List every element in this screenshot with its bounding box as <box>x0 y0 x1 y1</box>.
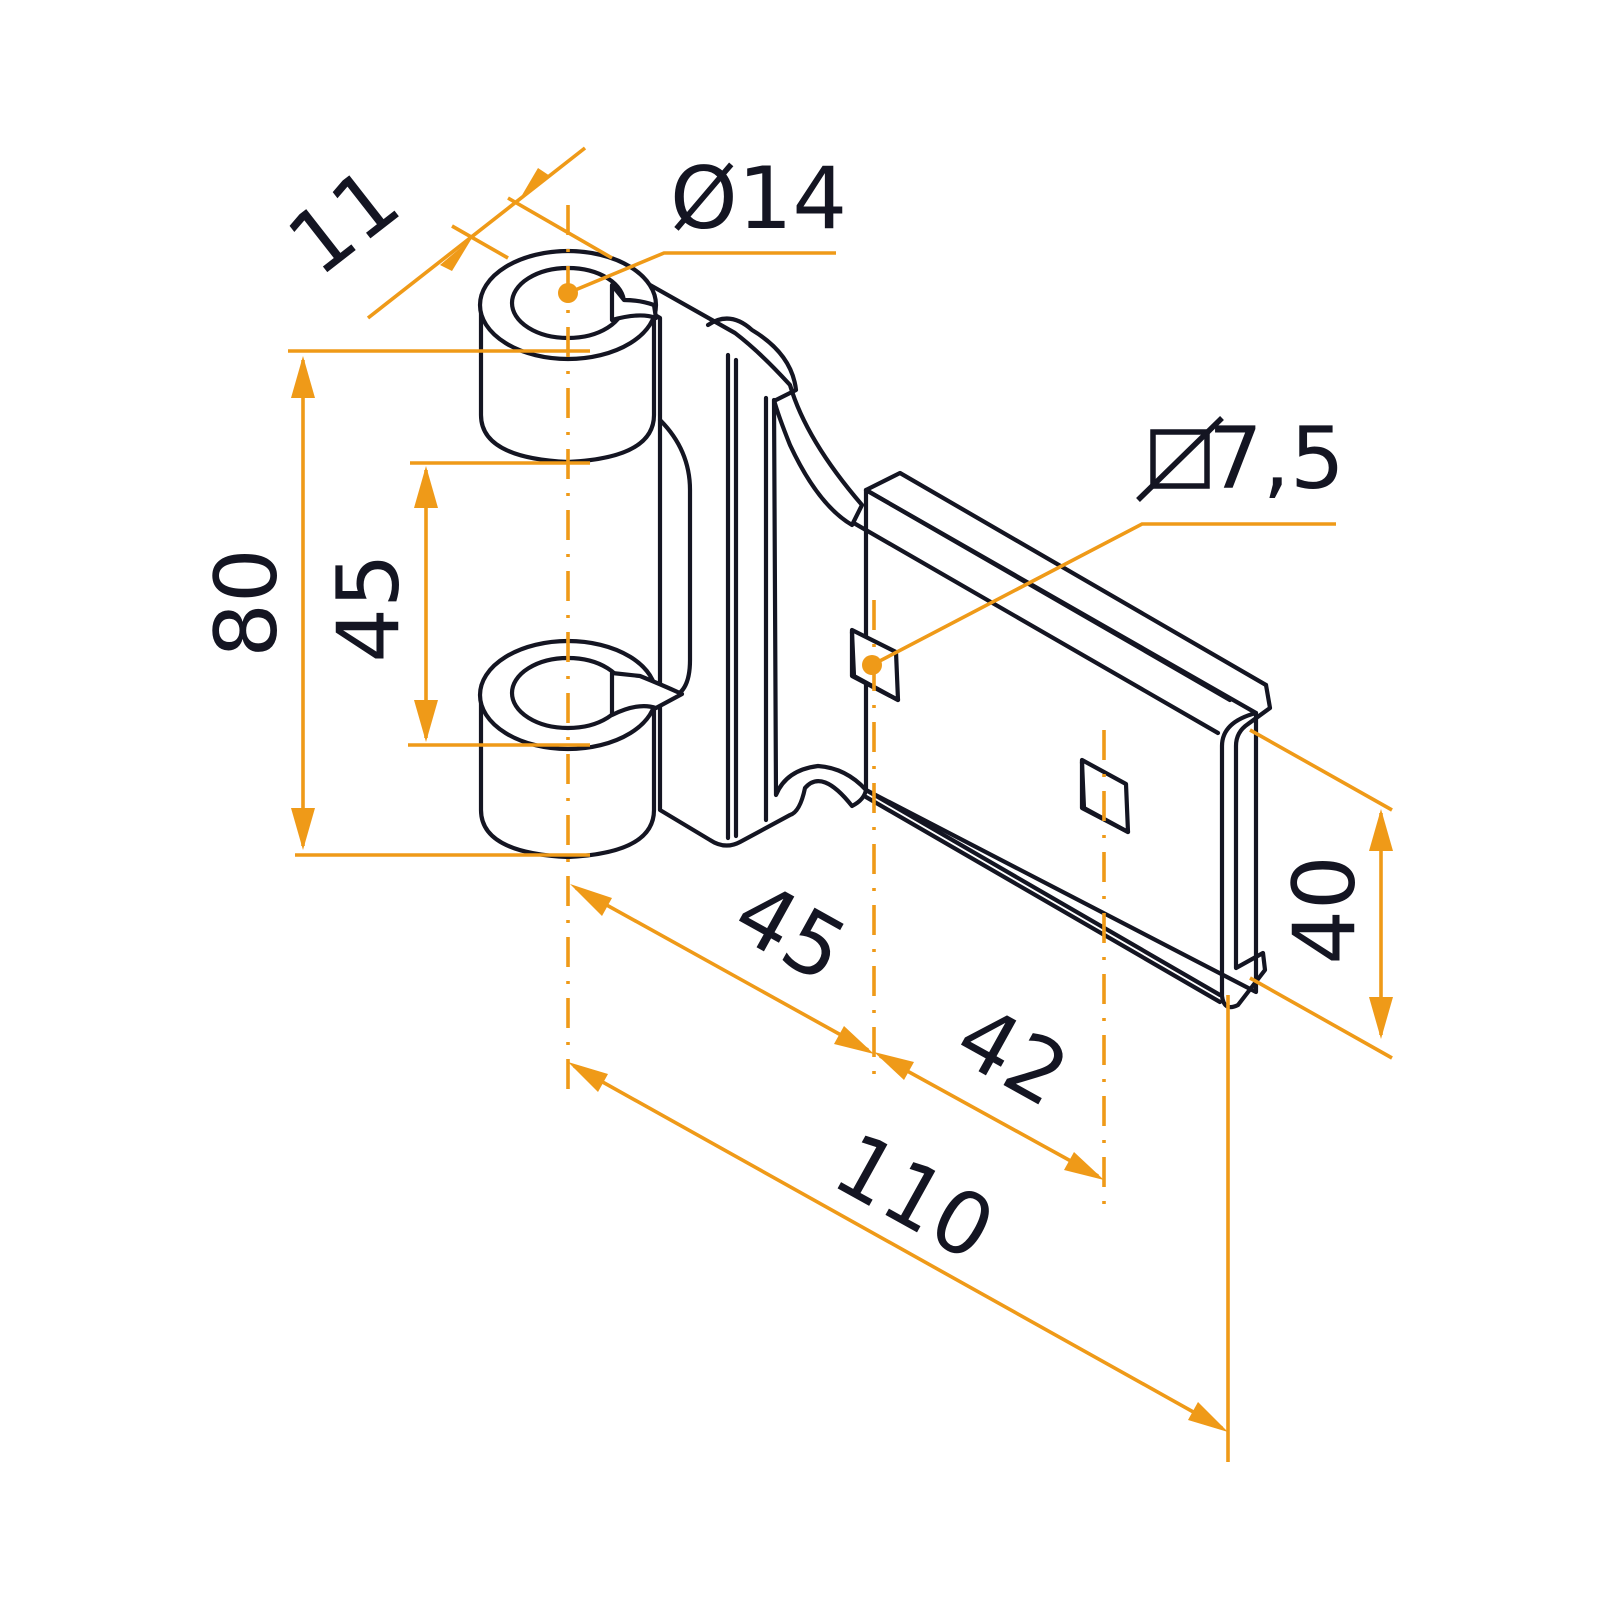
arrow-42-end <box>1064 1152 1104 1180</box>
arrow-42-start <box>874 1052 914 1080</box>
leaf-bottom-edge-1 <box>863 787 1223 998</box>
arrow-45v-top <box>414 466 438 508</box>
leader-7-5-dot <box>862 655 882 675</box>
lower-slot <box>609 670 685 718</box>
arrow-80-top <box>291 356 315 398</box>
arrow-45h-end <box>834 1026 874 1054</box>
center-lines <box>566 205 1230 1462</box>
arrow-11-a <box>440 238 472 271</box>
ext-line-40-bottom <box>1249 976 1393 1060</box>
arrow-40-bottom <box>1369 997 1393 1039</box>
label-square-hole: 7,5 <box>1208 409 1345 509</box>
square-hole-2-depth <box>1079 759 1131 835</box>
dim-line-42 <box>879 1054 1099 1178</box>
leader-7-5 <box>871 522 1336 667</box>
neck-curve-upper <box>705 316 799 403</box>
arrow-110-start <box>568 1062 608 1092</box>
neck-web <box>609 265 869 848</box>
leaf-end-bend <box>1219 682 1273 1010</box>
arrow-80-bottom <box>291 808 315 850</box>
leader-14-dot <box>558 283 578 303</box>
arrow-45v-bottom <box>414 700 438 742</box>
arrow-110-end <box>1188 1402 1228 1432</box>
label-leaf-width: 40 <box>1275 855 1375 964</box>
ext-line-11-b <box>451 224 509 260</box>
leaf-top-edge-upper <box>863 487 1233 703</box>
ext-line-11-a <box>507 196 613 260</box>
dim-line-45h <box>575 886 869 1052</box>
dimension-lines <box>288 146 1393 1432</box>
label-hole-spacing: 42 <box>940 986 1084 1127</box>
ext-line-40-top <box>1249 728 1393 812</box>
upper-slot <box>609 282 659 323</box>
square-symbol-slash <box>1136 416 1224 502</box>
square-symbol-icon <box>1150 429 1210 489</box>
label-bore-diameter: Ø14 <box>670 149 847 249</box>
leader-14 <box>567 251 836 295</box>
leaf-top-edge-lower <box>849 519 1221 736</box>
label-pin-offset: 11 <box>270 149 418 295</box>
square-hole-callout: 7,5 <box>1136 409 1345 509</box>
hinge-part <box>477 248 1273 1010</box>
square-hole-1-depth <box>849 629 901 703</box>
label-first-hole-distance: 45 <box>718 862 862 1003</box>
dim-line-110 <box>573 1064 1223 1430</box>
leaf-bottom-edge-2 <box>863 794 1223 1005</box>
label-knuckle-gap: 45 <box>319 553 419 662</box>
arrow-45h-start <box>570 884 612 916</box>
arrow-11-b <box>518 168 550 202</box>
label-total-height: 80 <box>197 548 297 657</box>
leaf-top-rim <box>863 470 1269 688</box>
arrow-40-top <box>1369 809 1393 851</box>
